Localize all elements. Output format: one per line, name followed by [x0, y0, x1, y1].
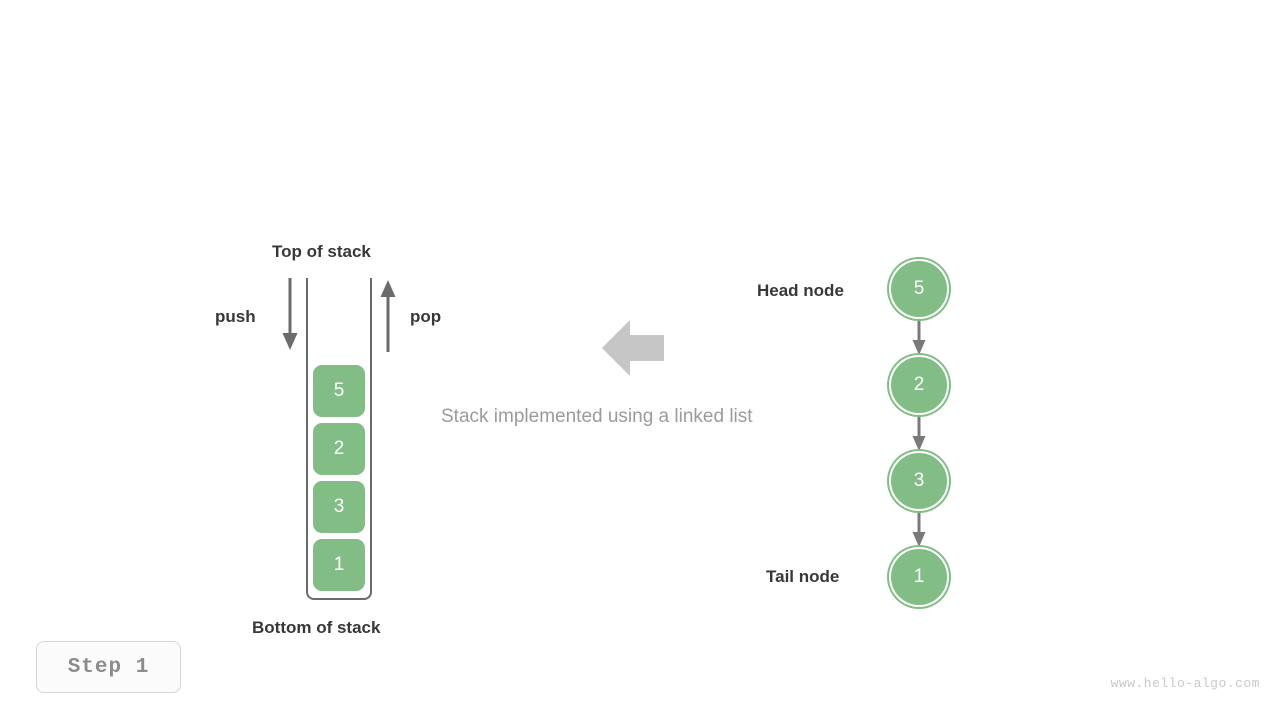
left-block-arrow-icon [602, 320, 664, 376]
caption-text: Stack implemented using a linked list [441, 406, 753, 427]
push-label: push [215, 307, 256, 326]
pop-label: pop [410, 307, 442, 326]
stack-cell: 3 [313, 481, 365, 533]
watermark: www.hello-algo.com [1110, 676, 1260, 691]
head-node-label: Head node [757, 281, 844, 300]
linked-list-node: 5 [889, 259, 949, 319]
stack-cell: 2 [313, 423, 365, 475]
bottom-of-stack-label: Bottom of stack [252, 618, 381, 637]
push-arrow-icon [282, 278, 298, 350]
link-arrow-icon [912, 414, 926, 451]
top-of-stack-label: Top of stack [272, 242, 371, 261]
stack-cell: 5 [313, 365, 365, 417]
link-arrow-icon [912, 510, 926, 547]
linked-list-node: 1 [889, 547, 949, 607]
linked-list-node: 3 [889, 451, 949, 511]
step-badge: Step 1 [36, 641, 181, 693]
stack-container [306, 278, 372, 600]
link-arrow-icon [912, 318, 926, 355]
stack-cell: 1 [313, 539, 365, 591]
linked-list-node: 2 [889, 355, 949, 415]
pop-arrow-icon [380, 280, 396, 352]
tail-node-label: Tail node [766, 567, 840, 586]
